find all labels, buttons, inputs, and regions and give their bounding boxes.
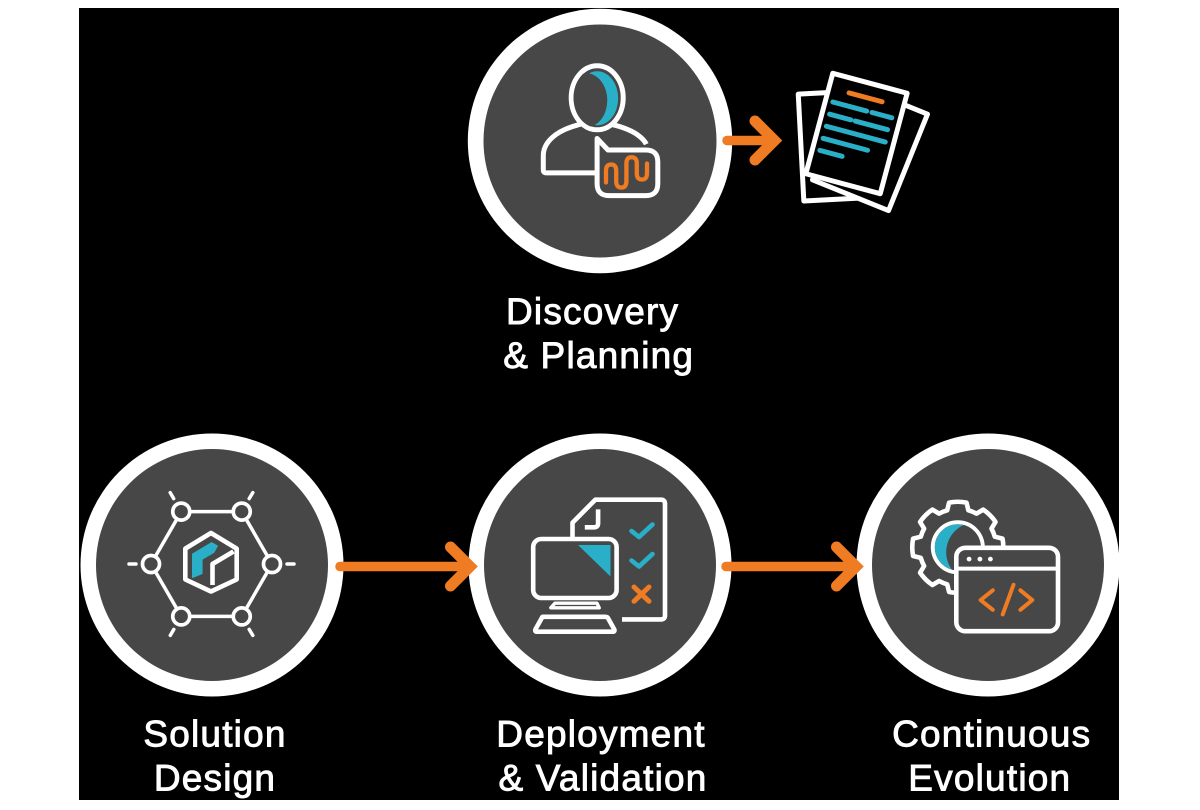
svg-text:Deployment: Deployment: [496, 714, 705, 755]
svg-text:Design: Design: [154, 758, 276, 799]
svg-text:Solution: Solution: [143, 714, 286, 755]
svg-text:& Validation: & Validation: [498, 758, 707, 799]
svg-text:Evolution: Evolution: [908, 758, 1071, 799]
svg-text:Discovery: Discovery: [506, 291, 679, 332]
svg-text:& Planning: & Planning: [503, 335, 694, 376]
svg-text:Continuous: Continuous: [892, 714, 1091, 755]
